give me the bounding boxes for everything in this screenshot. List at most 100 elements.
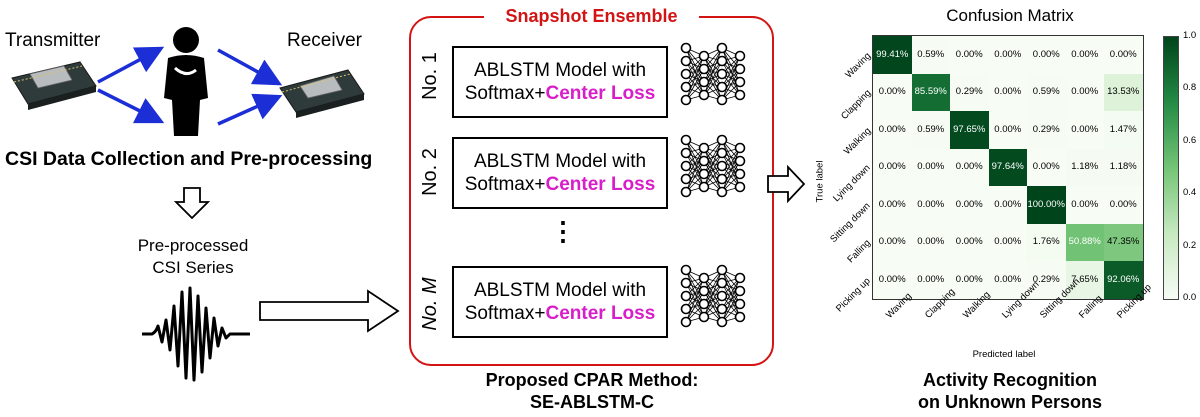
colorbar-tick-label: 0.6 xyxy=(1183,134,1197,146)
colorbar-tick-label: 0.0 xyxy=(1183,292,1197,303)
model-line2-prefix: Softmax+ xyxy=(464,83,546,104)
cm-cell-label: 0.00% xyxy=(994,86,1022,98)
cm-cell-label: 0.00% xyxy=(1109,48,1137,60)
model-index-label: No. 2 xyxy=(419,148,441,196)
cm-cell-label: 1.18% xyxy=(1109,161,1137,173)
cm-cell xyxy=(1065,223,1104,261)
cm-cell-label: 97.64% xyxy=(991,161,1024,173)
cm-cell-label: 0.29% xyxy=(955,86,983,98)
cm-cell-label: 1.47% xyxy=(1109,123,1137,135)
cm-cell-label: 0.00% xyxy=(917,273,945,285)
cm-cell xyxy=(911,148,950,186)
cm-cell-label: 0.00% xyxy=(955,161,983,173)
cm-cell xyxy=(873,73,912,111)
cm-cell-label: 47.35% xyxy=(1107,236,1140,248)
model-loss-highlight: Center Loss xyxy=(545,303,656,324)
cm-cell-label: 0.00% xyxy=(917,161,945,173)
transmitter-label: Transmitter xyxy=(5,30,101,51)
cm-cell xyxy=(988,148,1027,186)
cm-cell xyxy=(1104,36,1143,74)
result-caption-line2: on Unknown Persons xyxy=(917,392,1103,412)
cm-cell-label: 92.06% xyxy=(1107,273,1140,285)
neural-network-icon xyxy=(680,134,746,198)
cm-cell xyxy=(1104,73,1143,111)
cm-cell-label: 0.00% xyxy=(878,236,906,248)
series-label-line1: Pre-processed xyxy=(137,236,249,255)
cm-cell xyxy=(873,36,912,74)
colorbar-tick-label: 1.0 xyxy=(1183,30,1197,41)
cm-cell xyxy=(911,186,950,224)
cm-cell-label: 0.59% xyxy=(917,48,945,60)
cm-cell-label: 0.00% xyxy=(1032,48,1060,60)
cm-cell xyxy=(1027,73,1066,111)
cm-cell xyxy=(1027,111,1066,149)
cm-cell xyxy=(1065,148,1104,186)
cm-cell xyxy=(950,261,989,299)
cm-cell xyxy=(1104,148,1143,186)
model-index-label: No. 1 xyxy=(419,52,441,100)
cm-cell xyxy=(873,111,912,149)
cm-cell-label: 0.00% xyxy=(878,123,906,135)
cm-cell-label: 0.00% xyxy=(994,198,1022,210)
right-arrow-icon xyxy=(259,289,400,333)
cm-cell-label: 85.59% xyxy=(914,86,947,98)
colorbar-tick-label: 0.2 xyxy=(1183,239,1197,251)
model-line2-prefix: Softmax+ xyxy=(464,303,546,324)
cm-row-label: Walking xyxy=(841,125,873,157)
cm-cell xyxy=(911,111,950,149)
cm-cell xyxy=(1065,73,1104,111)
cm-cell-label: 7.65% xyxy=(1071,273,1099,285)
cm-cell xyxy=(988,186,1027,224)
cm-cell xyxy=(911,73,950,111)
cm-cell-label: 0.29% xyxy=(1032,123,1060,135)
down-arrow-icon xyxy=(173,187,211,220)
cm-cell-label: 0.00% xyxy=(1109,198,1137,210)
cm-cell-label: 0.00% xyxy=(955,236,983,248)
model-line1: ABLSTM Model with xyxy=(473,280,647,301)
cm-cell-label: 0.00% xyxy=(1071,198,1099,210)
cm-cell-label: 0.00% xyxy=(1071,123,1099,135)
cm-cell-label: 0.00% xyxy=(878,161,906,173)
cm-row-label: Lying down xyxy=(831,162,873,205)
colorbar xyxy=(1163,36,1179,300)
cm-cell xyxy=(873,148,912,186)
cm-cell-label: 0.29% xyxy=(1032,273,1060,285)
cm-cell xyxy=(1027,261,1066,299)
cm-ylabel: True label xyxy=(814,160,826,203)
cm-cell-label: 0.00% xyxy=(994,273,1022,285)
cm-cell-label: 0.00% xyxy=(878,273,906,285)
cm-frame xyxy=(872,35,1144,300)
cm-cell-label: 0.00% xyxy=(917,198,945,210)
cm-cell xyxy=(1104,186,1143,224)
receiver-board-icon xyxy=(279,69,365,118)
cm-cell-label: 0.00% xyxy=(1071,48,1099,60)
model-box: ABLSTM Model with Softmax+Center Loss xyxy=(452,46,668,118)
cm-row-label: Picking up xyxy=(834,275,873,315)
cm-cell-label: 0.00% xyxy=(878,198,906,210)
cm-cell xyxy=(873,261,912,299)
model-line2-prefix: Softmax+ xyxy=(464,174,546,195)
cm-cell-label: 0.00% xyxy=(994,123,1022,135)
neural-network-icon xyxy=(680,42,746,106)
cm-cell-label: 0.00% xyxy=(878,86,906,98)
neural-network-icons xyxy=(680,42,746,328)
cm-row-label: Waving xyxy=(842,50,873,81)
cm-cell-label: 0.00% xyxy=(917,236,945,248)
model-loss-highlight: Center Loss xyxy=(545,83,656,104)
cm-cell xyxy=(1027,36,1066,74)
series-label-line2: CSI Series xyxy=(152,258,234,277)
cm-xlabel: Predicted label xyxy=(972,349,1036,360)
cm-cell-label: 0.00% xyxy=(994,48,1022,60)
cm-cell xyxy=(988,36,1027,74)
cm-cell-label: 0.00% xyxy=(994,236,1022,248)
model-box: ABLSTM Model with Softmax+Center Loss xyxy=(452,266,668,338)
cm-cell xyxy=(988,261,1027,299)
cm-cell-label: 50.88% xyxy=(1068,236,1101,248)
cm-cell xyxy=(1027,148,1066,186)
cm-cell xyxy=(950,186,989,224)
cm-cell xyxy=(873,186,912,224)
cm-row-label: Clapping xyxy=(838,87,873,123)
model-loss-highlight: Center Loss xyxy=(545,174,656,195)
cm-cell-label: 0.00% xyxy=(955,273,983,285)
cm-cell xyxy=(950,148,989,186)
